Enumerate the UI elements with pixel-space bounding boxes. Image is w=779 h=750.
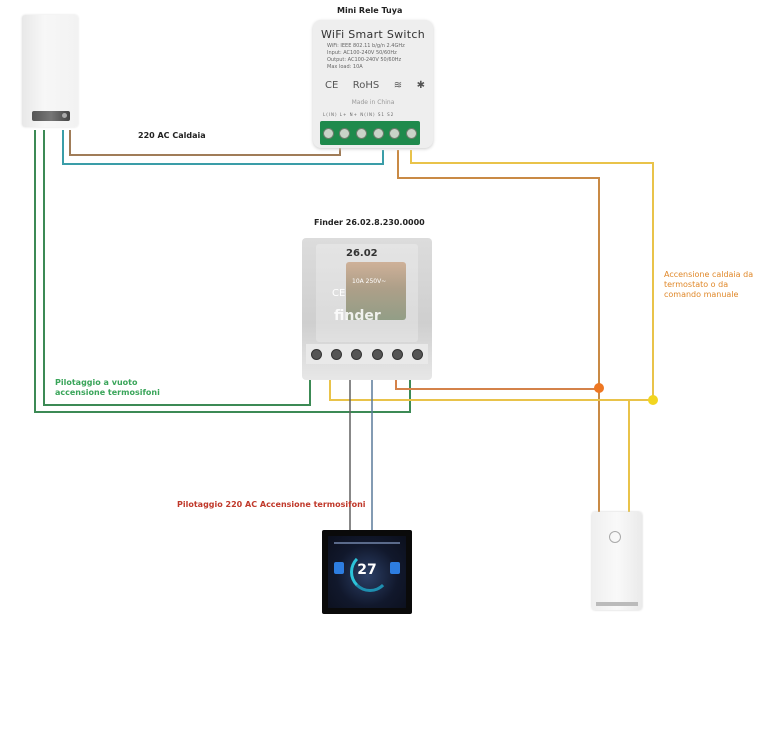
- tuya-pin-labels: L(IN) L+ N+ N(IN) S1 S2: [323, 112, 395, 117]
- screw-icon: [389, 127, 401, 139]
- finder-coil: [346, 262, 406, 320]
- boiler: [22, 15, 78, 127]
- pilotaggio-vuoto-line-2: accensione termosifoni: [55, 388, 160, 397]
- screw-icon: [330, 348, 342, 360]
- finder-cover: 26.02 10A 250V~ CE finder: [316, 244, 418, 342]
- finder-relay: 26.02 10A 250V~ CE finder: [302, 238, 432, 380]
- wire-tuya-orange: [397, 150, 600, 512]
- finder-terminal-block: [306, 344, 428, 364]
- pilotaggio-vuoto-label: Pilotaggio a vuoto accensione termosifon…: [55, 378, 160, 398]
- screw-icon: [356, 127, 368, 139]
- thermostat-left-button-icon: [334, 562, 344, 574]
- boiler-line-label: 220 AC Caldaia: [138, 131, 206, 140]
- accensione-caldaia-label: Accensione caldaia da termostato o da co…: [664, 270, 753, 300]
- tuya-heading: WiFi Smart Switch: [320, 28, 425, 41]
- tuya-mini-relay: WiFi Smart Switch WiFi: IEEE 802.11 b/g/…: [313, 20, 433, 148]
- screw-icon: [372, 127, 384, 139]
- screw-icon: [351, 348, 363, 360]
- finder-model: 26.02: [346, 248, 378, 259]
- wire-boiler-teal: [62, 130, 384, 165]
- pilotaggio-220-label: Pilotaggio 220 AC Accensione termosifoni: [177, 500, 366, 509]
- bluetooth-icon: ✱: [416, 80, 425, 91]
- rohs-mark-icon: RoHS: [352, 80, 380, 91]
- finder-ce-icon: CE: [332, 288, 346, 299]
- wall-switch: [592, 512, 642, 610]
- boiler-control-panel: [32, 111, 70, 121]
- tuya-made-in: Made in China: [351, 99, 395, 106]
- thermostat-temperature: 27: [357, 562, 377, 578]
- thermostat-status-bar: [334, 542, 400, 544]
- tuya-label: Mini Rele Tuya: [337, 6, 403, 15]
- screw-icon: [371, 348, 383, 360]
- wire-green-outer: [34, 130, 411, 413]
- junction-orange: [594, 383, 604, 393]
- screw-icon: [391, 348, 403, 360]
- accensione-line-1: Accensione caldaia da: [664, 270, 754, 279]
- ce-mark-icon: CE: [325, 80, 339, 91]
- boiler-indicator-icon: [62, 113, 67, 118]
- finder-label: Finder 26.02.8.230.0000: [314, 218, 425, 227]
- smart-thermostat: 27: [322, 530, 412, 614]
- thermostat-right-button-icon: [390, 562, 400, 574]
- finder-brand-logo: finder: [334, 308, 381, 324]
- wire-green-inner: [43, 130, 311, 406]
- thermostat-screen: 27: [328, 536, 406, 608]
- finder-rating: 10A 250V~: [352, 278, 387, 285]
- pilotaggio-vuoto-line-1: Pilotaggio a vuoto: [55, 378, 138, 387]
- wall-switch-base: [596, 602, 638, 606]
- screw-icon: [406, 127, 418, 139]
- thermostat-dial-icon: [350, 552, 390, 592]
- wifi-icon: ≋: [393, 80, 403, 91]
- screw-icon: [310, 348, 322, 360]
- screw-icon: [322, 127, 334, 139]
- wire-tuya-yellow: [410, 150, 654, 400]
- accensione-line-3: comando manuale: [664, 290, 739, 299]
- junction-yellow: [648, 395, 658, 405]
- power-icon: [609, 531, 621, 543]
- screw-icon: [412, 348, 424, 360]
- accensione-line-2: termostato o da: [664, 280, 729, 289]
- tuya-cert-icons: CE RoHS ≋ ✱: [325, 80, 425, 91]
- tuya-specs: WiFi: IEEE 802.11 b/g/n 2.4GHz Input: AC…: [327, 43, 405, 70]
- screw-icon: [339, 127, 351, 139]
- tuya-terminal-block: [320, 121, 420, 145]
